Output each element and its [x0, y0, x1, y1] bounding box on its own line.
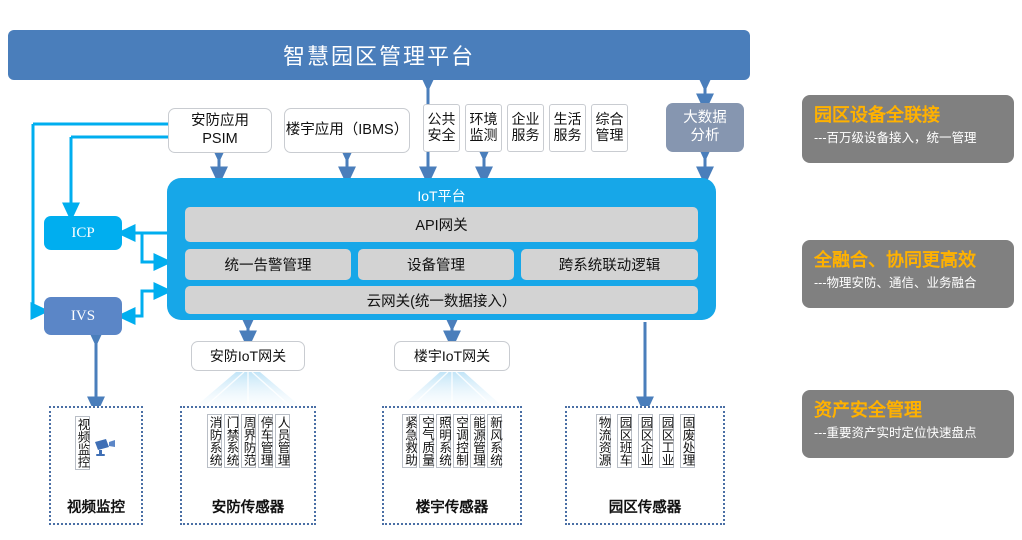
feature-card-title: 全融合、协同更高效 [814, 250, 976, 270]
iot-platform: IoT平台 API网关 统一告警管理 设备管理 跨系统联动逻辑 云网关(统一数据… [167, 178, 716, 320]
sensor-group-label: 楼宇传感器 [415, 500, 489, 516]
feature-card-asset-security: 资产安全管理 ---重要资产实时定位快速盘点 [802, 390, 1014, 458]
iot-platform-title: IoT平台 [417, 188, 466, 204]
sensor-item[interactable]: 消防系统 [206, 414, 222, 468]
sensor-item[interactable]: 紧急救助 [402, 414, 417, 468]
app-box-integrated-management[interactable]: 综合管理 [591, 104, 628, 152]
sensor-item[interactable]: 周界防范 [240, 414, 256, 468]
feature-card-title: 园区设备全联接 [814, 105, 940, 125]
feature-card-subtitle: ---重要资产实时定位快速盘点 [814, 425, 977, 440]
iot-unified-alarm-management-label: 统一告警管理 [224, 258, 312, 274]
sensor-item[interactable]: 人员管理 [274, 414, 290, 468]
node-icp-label: ICP [71, 224, 95, 241]
sensor-item[interactable]: 园区班车 [616, 414, 632, 468]
iot-cloud-gateway[interactable]: 云网关(统一数据接入） [185, 286, 698, 314]
camera-icon [94, 439, 115, 456]
iot-device-management[interactable]: 设备管理 [358, 249, 514, 280]
app-box-integrated-management-label: 综合管理 [595, 111, 624, 143]
sensor-item[interactable]: 空气质量 [419, 414, 434, 468]
app-box-environment-monitoring[interactable]: 环境监测 [465, 104, 502, 152]
sensor-group-park-sensors: 物流资源 园区班车 园区企业 园区工业 固废处理 园区传感器 [565, 406, 725, 525]
app-box-enterprise-service-label: 企业服务 [511, 111, 540, 143]
sensor-group-security-sensors: 消防系统 门禁系统 周界防范 停车管理 人员管理 安防传感器 [180, 406, 316, 525]
app-box-enterprise-service[interactable]: 企业服务 [507, 104, 544, 152]
app-box-environment-monitoring-label: 环境监测 [469, 111, 498, 143]
node-ivs-label: IVS [70, 307, 96, 324]
feature-card-device-connectivity: 园区设备全联接 ---百万级设备接入，统一管理 [802, 95, 1014, 163]
app-box-ibms-label: 楼宇应用（IBMS） [285, 121, 409, 138]
app-box-public-safety[interactable]: 公共安全 [423, 104, 460, 152]
gateway-building-iot-label: 楼宇IoT网关 [413, 348, 491, 364]
app-box-ibms[interactable]: 楼宇应用（IBMS） [284, 108, 410, 153]
sensor-group-label: 园区传感器 [608, 500, 682, 516]
feature-card-subtitle: ---物理安防、通信、业务融合 [814, 275, 977, 290]
iot-cross-system-linkage-logic[interactable]: 跨系统联动逻辑 [521, 249, 698, 280]
sensor-item[interactable]: 停车管理 [257, 414, 273, 468]
sensor-item[interactable]: 空调控制 [453, 414, 468, 468]
gateway-building-iot[interactable]: 楼宇IoT网关 [394, 341, 510, 371]
node-ivs[interactable]: IVS [44, 297, 122, 335]
app-box-big-data-analysis-label: 大数据分析 [683, 110, 727, 144]
sensor-item[interactable]: 照明系统 [436, 414, 451, 468]
sensor-item[interactable]: 物流资源 [595, 414, 611, 468]
sensor-item[interactable]: 园区工业 [658, 414, 674, 468]
page-title-text: 智慧园区管理平台 [282, 44, 475, 69]
sensor-item[interactable]: 新风系统 [487, 414, 502, 468]
app-box-life-service-label: 生活服务 [553, 111, 582, 143]
iot-unified-alarm-management[interactable]: 统一告警管理 [185, 249, 351, 280]
iot-cross-system-linkage-logic-label: 跨系统联动逻辑 [558, 258, 661, 274]
feature-card-subtitle: ---百万级设备接入，统一管理 [814, 130, 977, 145]
building-gateway-fan [402, 371, 502, 407]
page-title: 智慧园区管理平台 [8, 30, 750, 80]
app-box-public-safety-label: 公共安全 [427, 111, 456, 143]
sensor-group-label: 安防传感器 [211, 500, 285, 516]
gateway-security-iot[interactable]: 安防IoT网关 [191, 341, 305, 371]
iot-cloud-gateway-label: 云网关(统一数据接入） [366, 293, 517, 310]
feature-card-title: 资产安全管理 [814, 400, 922, 420]
sensor-item[interactable]: 固废处理 [679, 414, 695, 468]
security-gateway-fan [196, 371, 300, 407]
node-icp[interactable]: ICP [44, 216, 122, 250]
app-box-life-service[interactable]: 生活服务 [549, 104, 586, 152]
iot-api-gateway[interactable]: API网关 [185, 207, 698, 242]
feature-card-full-convergence: 全融合、协同更高效 ---物理安防、通信、业务融合 [802, 240, 1014, 308]
gateway-security-iot-label: 安防IoT网关 [209, 348, 287, 364]
sensor-item[interactable]: 园区企业 [637, 414, 653, 468]
sensor-item[interactable]: 能源管理 [470, 414, 485, 468]
sensor-item[interactable]: 视频监控 [74, 416, 90, 470]
sensor-group-building-sensors: 紧急救助 空气质量 照明系统 空调控制 能源管理 新风系统 楼宇传感器 [382, 406, 522, 525]
sensor-group-label: 视频监控 [67, 500, 125, 516]
sensor-group-video-surveillance: 视频监控 视频监控 [49, 406, 143, 525]
sensor-item[interactable]: 门禁系统 [223, 414, 239, 468]
app-box-big-data-analysis[interactable]: 大数据分析 [666, 103, 744, 152]
iot-api-gateway-label: API网关 [415, 218, 468, 234]
iot-device-management-label: 设备管理 [407, 258, 465, 274]
